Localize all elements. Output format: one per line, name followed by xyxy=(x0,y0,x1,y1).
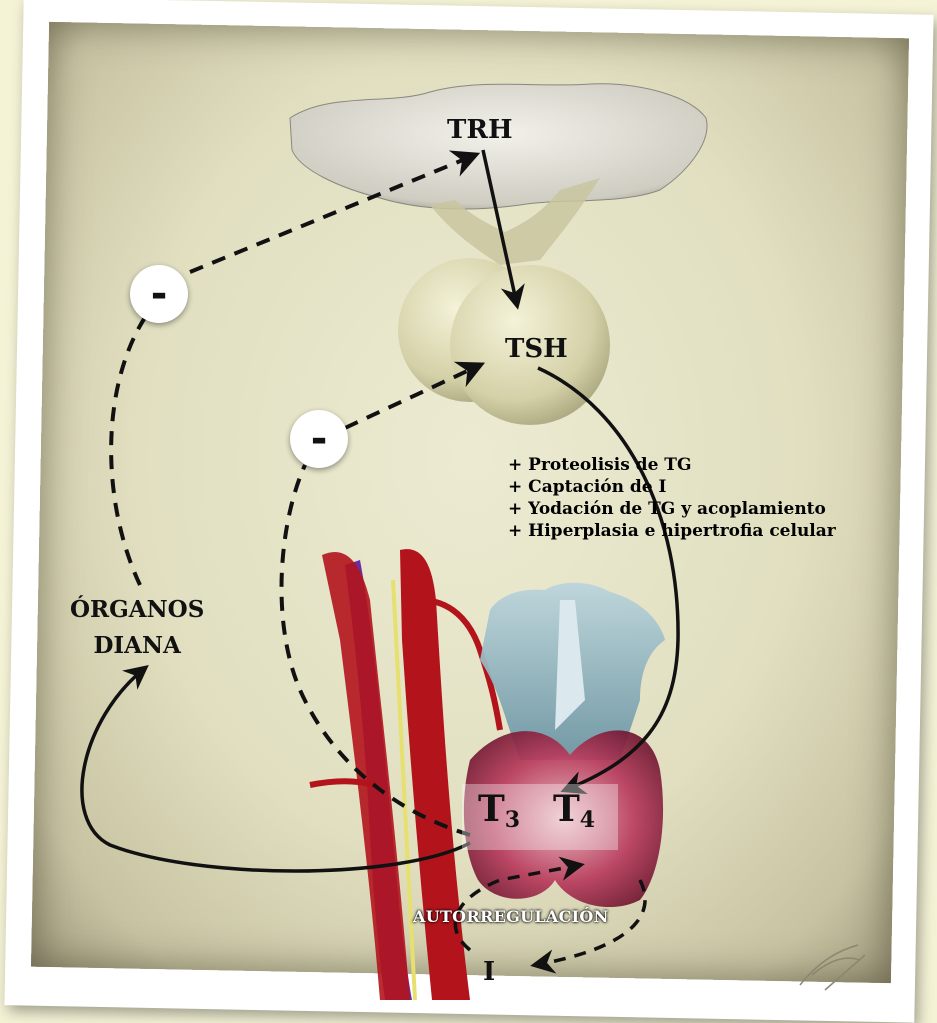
t3-subscript: 3 xyxy=(505,807,520,833)
tsh-label: TSH xyxy=(505,334,568,364)
minus-sign: - xyxy=(151,274,168,314)
trh-label: TRH xyxy=(447,115,513,145)
t4-base: T xyxy=(553,788,580,830)
autoregulation-label: AUTORREGULACIÓN xyxy=(413,907,609,926)
artery-small-left xyxy=(310,781,375,785)
effect-item: + Captación de I xyxy=(508,476,836,498)
tsh-effects-list: + Proteolisis de TG + Captación de I + Y… xyxy=(508,454,836,542)
feedback-organos-to-minus xyxy=(111,310,150,585)
effect-item: + Yodación de TG y acoplamiento xyxy=(508,498,836,520)
t3-label: T3 xyxy=(478,788,520,833)
effect-item: + Hiperplasia e hipertrofia celular xyxy=(508,520,836,542)
minus-sign: - xyxy=(311,419,328,459)
t4-label: T4 xyxy=(553,788,595,833)
target-organs-label: ÓRGANOS DIANA xyxy=(70,592,204,664)
target-organs-line1: ÓRGANOS xyxy=(70,592,204,628)
hypothalamus-shape xyxy=(290,84,707,209)
inhibition-badge-hypothalamus: - xyxy=(130,265,188,323)
signature-mark xyxy=(800,945,865,990)
effect-item: + Proteolisis de TG xyxy=(508,454,836,476)
iodine-label: I xyxy=(483,957,495,987)
t4-subscript: 4 xyxy=(580,807,595,833)
t3-base: T xyxy=(478,788,505,830)
target-organs-line2: DIANA xyxy=(70,628,204,664)
inhibition-badge-pituitary: - xyxy=(290,410,348,468)
